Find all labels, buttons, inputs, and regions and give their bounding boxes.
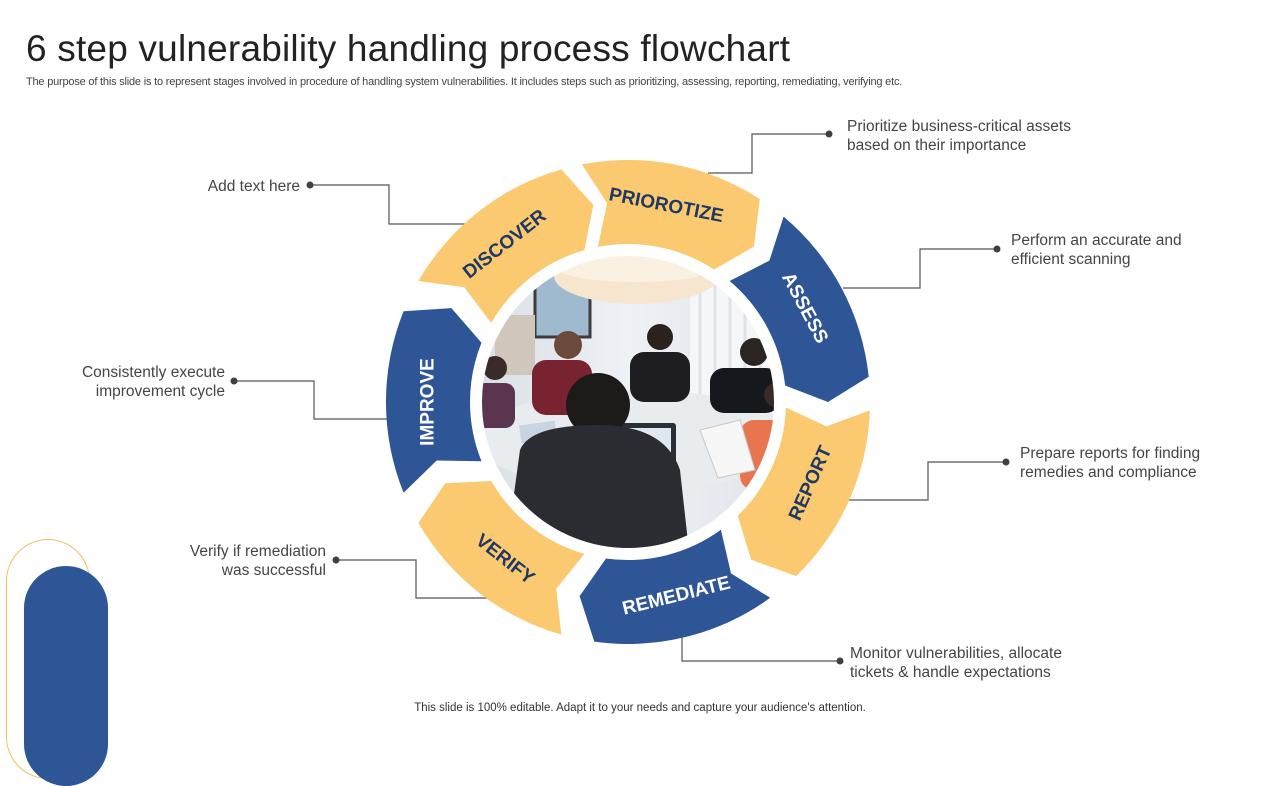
connector-improve xyxy=(234,381,392,419)
note-remediate-line-1: Monitor vulnerabilities, allocate xyxy=(850,644,1062,663)
label-improve: IMPROVE xyxy=(418,358,439,446)
note-remediate: Monitor vulnerabilities, allocate ticket… xyxy=(850,644,1062,682)
connector-discover xyxy=(310,185,466,224)
note-report-line-1: Prepare reports for finding xyxy=(1020,444,1200,463)
note-assess-line-2: efficient scanning xyxy=(1011,250,1182,269)
note-prioritize: Prioritize business-critical assets base… xyxy=(847,117,1071,155)
dot-prioritize xyxy=(826,131,833,138)
note-remediate-line-2: tickets & handle expectations xyxy=(850,663,1062,682)
dot-discover xyxy=(307,182,314,189)
note-discover-line-1: Add text here xyxy=(208,177,300,196)
footer-note: This slide is 100% editable. Adapt it to… xyxy=(0,702,1280,714)
note-verify: Verify if remediation was successful xyxy=(190,542,326,580)
note-improve-line-1: Consistently execute xyxy=(82,363,225,382)
dot-improve xyxy=(231,378,238,385)
note-assess: Perform an accurate and efficient scanni… xyxy=(1011,231,1182,269)
note-report-line-2: remedies and compliance xyxy=(1020,463,1200,482)
connector-report xyxy=(849,462,1006,500)
dot-report xyxy=(1003,459,1010,466)
note-improve-line-2: improvement cycle xyxy=(82,382,225,401)
note-report: Prepare reports for finding remedies and… xyxy=(1020,444,1200,482)
note-verify-line-2: was successful xyxy=(190,561,326,580)
note-prioritize-line-2: based on their importance xyxy=(847,136,1071,155)
note-assess-line-1: Perform an accurate and xyxy=(1011,231,1182,250)
note-improve: Consistently execute improvement cycle xyxy=(82,363,225,401)
dot-remediate xyxy=(837,658,844,665)
note-discover: Add text here xyxy=(208,177,300,196)
note-verify-line-1: Verify if remediation xyxy=(190,542,326,561)
dot-verify xyxy=(333,557,340,564)
note-prioritize-line-1: Prioritize business-critical assets xyxy=(847,117,1071,136)
cycle-diagram: PRIOROTIZEASSESSREPORTREMEDIATEVERIFYIMP… xyxy=(0,0,1280,720)
connector-remediate xyxy=(682,636,840,661)
connector-assess xyxy=(843,249,997,288)
connector-prioritize xyxy=(708,134,829,173)
dot-assess xyxy=(994,246,1001,253)
